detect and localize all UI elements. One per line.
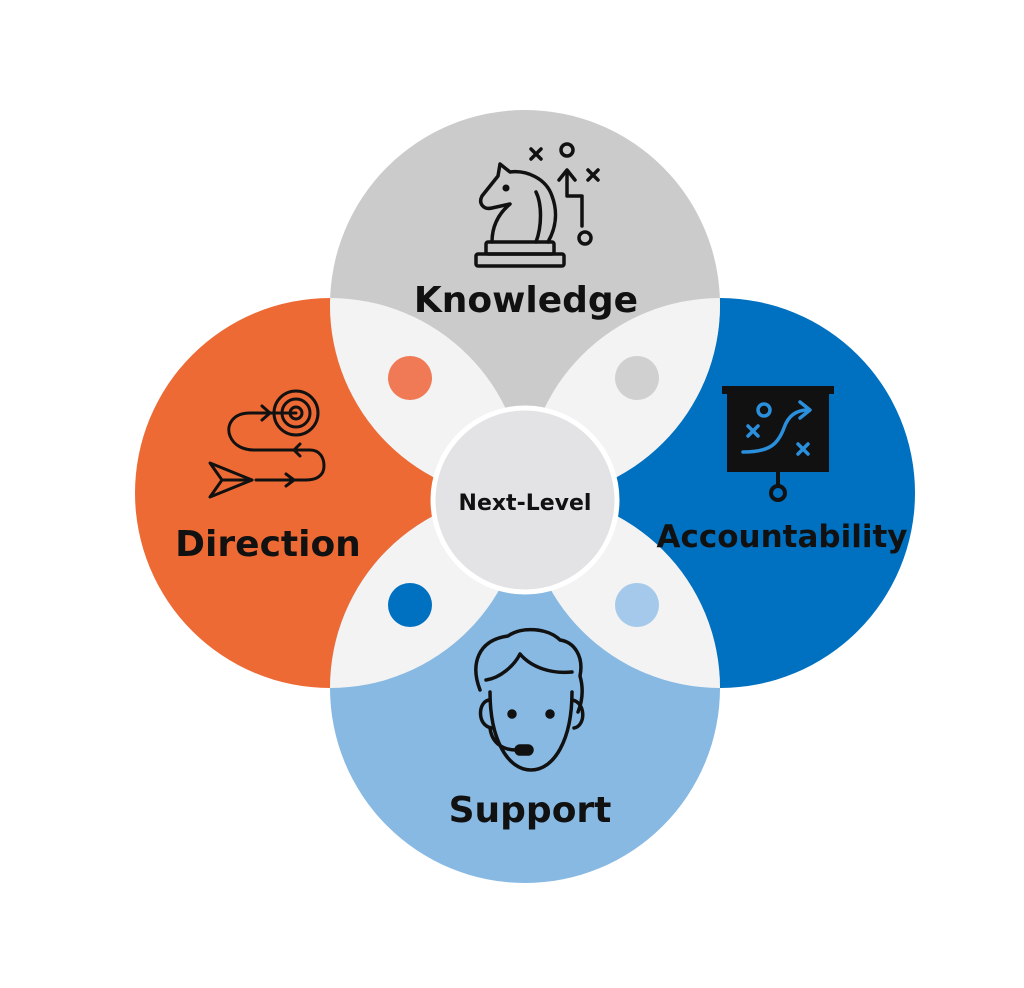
- accent-dot-gray: [615, 356, 659, 400]
- knowledge-label: Knowledge: [414, 280, 638, 321]
- overlap-support-direction: [330, 493, 525, 688]
- support-label: Support: [449, 790, 612, 831]
- center-label: Next-Level: [459, 491, 592, 516]
- accent-dot-blue: [388, 583, 432, 627]
- direction-label: Direction: [175, 524, 361, 565]
- target-path-icon: [208, 389, 326, 499]
- overlap-knowledge-direction: [330, 298, 525, 500]
- accent-dot-lightblue: [615, 583, 659, 627]
- chess-knight-strategy-icon: [474, 142, 600, 268]
- headset-agent-icon: [474, 627, 585, 772]
- accent-dot-orange: [388, 356, 432, 400]
- accountability-label: Accountability: [656, 519, 907, 555]
- strategy-board-icon: [722, 386, 834, 502]
- center-circle: [430, 405, 620, 595]
- overlap-knowledge-accountability: [525, 298, 720, 500]
